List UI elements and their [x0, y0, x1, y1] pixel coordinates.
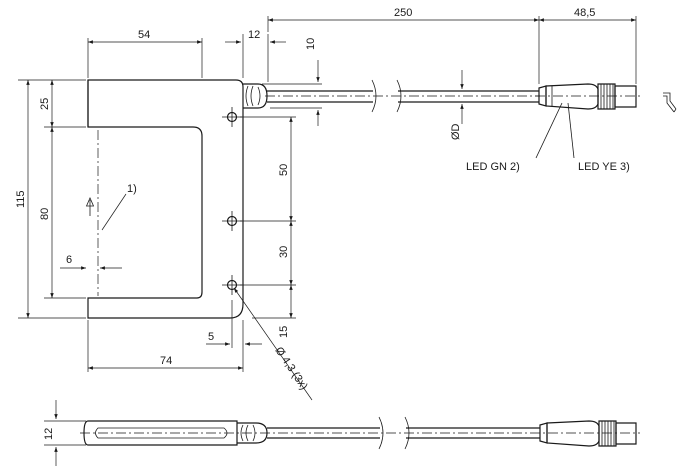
dimensions: 54 12 10 250 48,5 ØD 115 25 — [15, 7, 637, 401]
dim-width-total: 74 — [160, 355, 172, 367]
led-yellow-leader — [567, 102, 575, 159]
connector-side-view — [663, 92, 677, 113]
dim-connector-length: 48,5 — [574, 7, 595, 19]
dim-cable-length: 250 — [394, 7, 412, 19]
side-connector-body — [546, 420, 600, 447]
cable-break-1 — [371, 79, 377, 113]
housing-outline — [87, 79, 244, 319]
cable-gland-ribs — [245, 85, 261, 107]
dim-offset-small: 6 — [66, 254, 72, 266]
connector-nut-knurl — [600, 84, 614, 109]
connector-nut — [597, 83, 616, 110]
side-housing — [83, 420, 238, 446]
side-cable-break-2 — [404, 416, 410, 450]
connector-thread — [614, 85, 637, 108]
side-connector-thread — [615, 422, 637, 445]
side-view: 12 — [43, 400, 640, 466]
connector-body — [545, 83, 599, 110]
dim-thickness: 12 — [43, 428, 55, 440]
note-1-label: 1) — [127, 183, 137, 195]
beam-arrow-head — [85, 197, 95, 207]
side-housing-slot — [95, 427, 228, 439]
dim-cable-diameter: ØD — [450, 123, 462, 140]
led-green-leader — [535, 102, 563, 159]
dim-slot-depth: 80 — [39, 208, 51, 220]
dim-hole-pitch-1: 50 — [278, 164, 290, 176]
dim-edge-offset: 5 — [208, 331, 214, 343]
side-connector-nut — [598, 420, 617, 447]
dim-height-total: 115 — [15, 190, 27, 208]
dim-width-top: 54 — [138, 29, 150, 41]
dim-hole-pitch-2: 30 — [278, 246, 290, 258]
cable-break-2 — [396, 79, 402, 113]
led-yellow-label: LED YE 3) — [578, 161, 630, 173]
dim-height-upper: 25 — [39, 98, 51, 110]
dim-flange-height: 10 — [305, 38, 317, 50]
dim-flange-top: 12 — [248, 29, 260, 41]
dim-hole-bottom: 15 — [278, 326, 290, 338]
front-view: LED GN 2) LED YE 3) — [85, 79, 677, 319]
side-cable-break-1 — [378, 416, 384, 450]
cable-gland — [243, 83, 268, 109]
side-connector-knurl — [601, 421, 615, 446]
dim-hole-diameter: Ø 4,3 (3x) — [273, 345, 310, 392]
led-green-label: LED GN 2) — [466, 161, 520, 173]
hole-center-marks — [222, 107, 242, 295]
